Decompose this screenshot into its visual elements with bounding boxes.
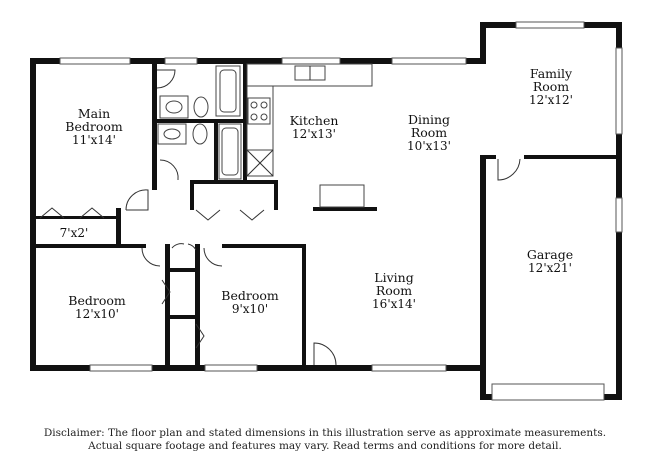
main-bedroom-dims: 11'x14' — [72, 133, 116, 147]
kitchen-dims: 12'x13' — [292, 127, 336, 141]
stove — [247, 97, 271, 125]
disclaimer-line1: Disclaimer: The floor plan and stated di… — [43, 427, 607, 439]
family-room-dims: 12'x12' — [529, 93, 573, 107]
closet-dims: 7'x2' — [60, 226, 89, 240]
kitchen-fixtures — [246, 63, 373, 208]
dining-room-name-line2: Room — [411, 125, 447, 140]
garage-dims: 12'x21' — [528, 261, 572, 275]
family-room-name-line2: Room — [533, 79, 569, 94]
garage-name: Garage — [527, 247, 573, 262]
windows — [59, 21, 623, 401]
bathroom-fixtures — [157, 65, 242, 180]
bedroom-right-dims: 9'x10' — [232, 302, 268, 316]
bedroom-left-dims: 12'x10' — [75, 307, 119, 321]
dining-room-name-line1: Dining — [408, 112, 450, 127]
room-labels: Main Bedroom 11'x14' Kitchen 12'x13' Din… — [60, 66, 573, 321]
living-room-dims: 16'x14' — [372, 297, 416, 311]
bedroom-right-name: Bedroom — [221, 288, 279, 303]
doors — [39, 69, 521, 366]
main-bedroom-name-line1: Main — [78, 106, 110, 121]
bedroom-left-name: Bedroom — [68, 293, 126, 308]
disclaimer-line2: Actual square footage and features may v… — [88, 440, 562, 452]
living-room-name-line1: Living — [374, 270, 413, 285]
living-room-name-line2: Room — [376, 283, 412, 298]
dining-room-dims: 10'x13' — [407, 139, 451, 153]
toilet-top — [193, 96, 209, 118]
interior-walls — [36, 64, 616, 366]
floor-plan: Main Bedroom 11'x14' Kitchen 12'x13' Din… — [30, 21, 623, 401]
main-bedroom-name-line2: Bedroom — [65, 119, 123, 134]
toilet-bottom — [192, 123, 208, 145]
island-counter — [319, 184, 365, 208]
disclaimer: Disclaimer: The floor plan and stated di… — [0, 427, 650, 453]
family-room-name-line1: Family — [530, 66, 573, 81]
kitchen-name: Kitchen — [290, 113, 339, 128]
